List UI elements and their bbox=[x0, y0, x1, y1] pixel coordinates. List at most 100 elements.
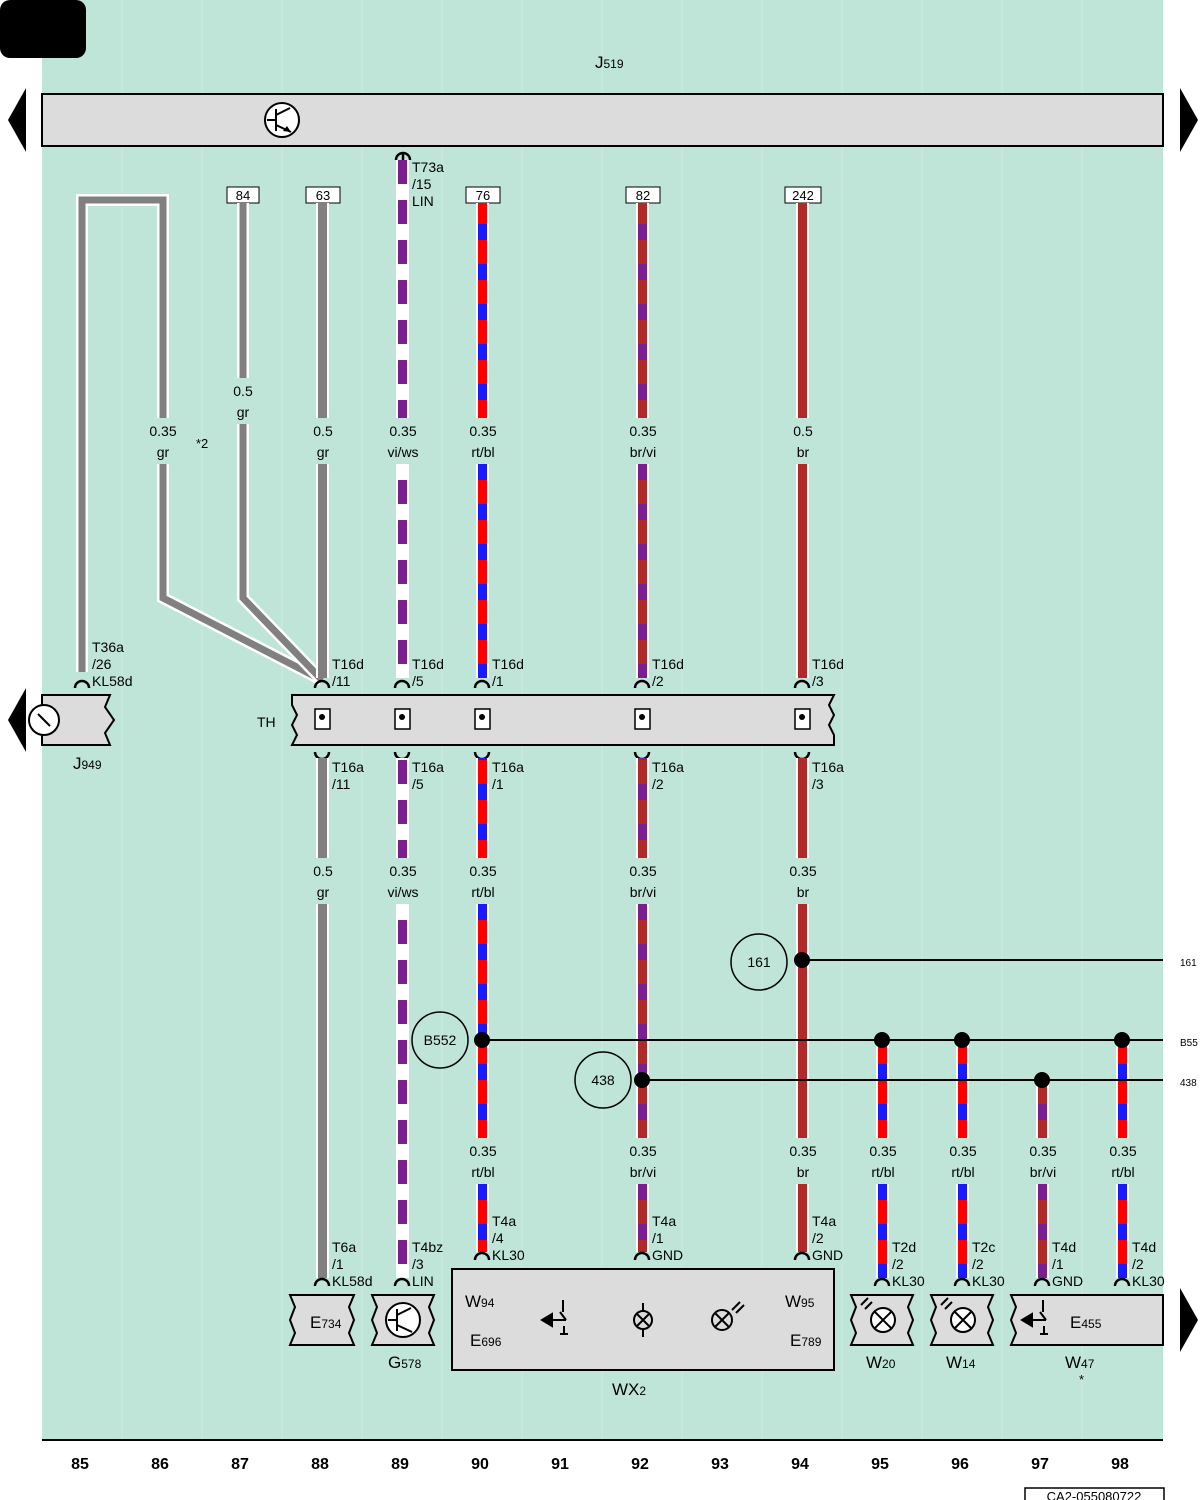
wire-spec-89b: 0.35 vi/ws bbox=[387, 863, 418, 900]
svg-text:gr: gr bbox=[317, 444, 330, 460]
svg-text:/2: /2 bbox=[1132, 1256, 1144, 1272]
svg-text:T2c: T2c bbox=[972, 1239, 995, 1255]
svg-text:T4a: T4a bbox=[652, 1213, 676, 1229]
svg-text:T4a: T4a bbox=[492, 1213, 516, 1229]
column-numbers: 85 86 87 88 89 90 91 92 93 94 95 96 97 9… bbox=[71, 1456, 1129, 1473]
wire-86-loop bbox=[78, 196, 324, 684]
footnote-mark: *2 bbox=[196, 436, 208, 451]
wire-spec-88b: 0.5gr bbox=[313, 863, 333, 900]
svg-text:KL30: KL30 bbox=[1132, 1273, 1165, 1289]
svg-text:br: br bbox=[797, 1164, 810, 1180]
svg-text:B552: B552 bbox=[424, 1032, 457, 1048]
svg-text:76: 76 bbox=[476, 188, 490, 203]
svg-text:63: 63 bbox=[316, 188, 330, 203]
th-bottom-pin-92-label: T16a/2 bbox=[652, 759, 684, 792]
svg-text:T4d: T4d bbox=[1132, 1239, 1156, 1255]
component-g578-label: G578 bbox=[388, 1353, 422, 1372]
svg-text:LIN: LIN bbox=[412, 193, 434, 209]
component-e734 bbox=[288, 1294, 356, 1346]
svg-text:0.35: 0.35 bbox=[389, 423, 416, 439]
svg-text:vi/ws: vi/ws bbox=[387, 884, 418, 900]
svg-text:0.35: 0.35 bbox=[629, 423, 656, 439]
wire-id-76: 76 bbox=[465, 186, 501, 204]
svg-text:KL58d: KL58d bbox=[92, 673, 132, 689]
svg-text:/2: /2 bbox=[892, 1256, 904, 1272]
svg-text:CA2-055080722: CA2-055080722 bbox=[1047, 1489, 1142, 1500]
wire-label-gaps bbox=[150, 378, 818, 464]
page-next-arrow-2-icon[interactable] bbox=[1180, 1288, 1198, 1352]
svg-text:0.5: 0.5 bbox=[233, 383, 253, 399]
svg-text:T4d: T4d bbox=[1052, 1239, 1076, 1255]
component-pin-arcs bbox=[313, 1251, 1131, 1287]
svg-text:T6a: T6a bbox=[332, 1239, 356, 1255]
component-w14-label: W14 bbox=[946, 1353, 976, 1372]
wire-spec-94: 0.5 br bbox=[793, 423, 813, 460]
lamp-control-icon bbox=[28, 704, 60, 736]
svg-text:/3: /3 bbox=[812, 673, 824, 689]
junction-438: 438 bbox=[574, 1051, 632, 1109]
svg-text:/2: /2 bbox=[652, 673, 664, 689]
svg-text:br/vi: br/vi bbox=[630, 884, 656, 900]
svg-text:GND: GND bbox=[812, 1247, 843, 1263]
page-prev-arrow-icon[interactable] bbox=[8, 88, 26, 152]
lower-wire-label-gaps bbox=[308, 858, 1140, 1184]
edge-ref-b55: B55 bbox=[1180, 1038, 1198, 1049]
th-top-pin-92-label: T16d/2 bbox=[652, 656, 684, 689]
svg-text:br/vi: br/vi bbox=[1030, 1164, 1056, 1180]
svg-text:/2: /2 bbox=[652, 776, 664, 792]
svg-text:92: 92 bbox=[631, 1456, 649, 1473]
wire-88-bottom bbox=[318, 758, 327, 1278]
svg-text:90: 90 bbox=[471, 1456, 489, 1473]
svg-text:T16a: T16a bbox=[492, 759, 524, 775]
component-e734-label: E734 bbox=[310, 1313, 342, 1332]
svg-text:82: 82 bbox=[636, 188, 650, 203]
svg-text:0.35: 0.35 bbox=[789, 1143, 816, 1159]
svg-text:85: 85 bbox=[71, 1456, 89, 1473]
wire-spec-87: 0.5gr bbox=[233, 383, 253, 420]
w20-lamp-icon bbox=[860, 1297, 896, 1333]
page-next-arrow-icon[interactable] bbox=[1180, 88, 1198, 152]
svg-text:/3: /3 bbox=[412, 1256, 424, 1272]
svg-text:/5: /5 bbox=[412, 673, 424, 689]
footnote-asterisk: * bbox=[1079, 1372, 1084, 1387]
svg-text:94: 94 bbox=[791, 1456, 809, 1473]
component-e455 bbox=[1009, 1294, 1164, 1346]
svg-text:rt/bl: rt/bl bbox=[871, 1164, 894, 1180]
svg-text:0.35: 0.35 bbox=[389, 863, 416, 879]
svg-text:/11: /11 bbox=[332, 673, 351, 689]
th-top-pin-90-label: T16d/1 bbox=[492, 656, 524, 689]
svg-text:0.35: 0.35 bbox=[1029, 1143, 1056, 1159]
junction-161: 161 bbox=[730, 933, 788, 991]
page-prev-arrow-2-icon[interactable] bbox=[8, 688, 26, 752]
svg-text:84: 84 bbox=[236, 188, 250, 203]
diagram-code-box: CA2-055080722 bbox=[1024, 1487, 1165, 1500]
junction-b552: B552 bbox=[411, 1011, 469, 1069]
module-j949 bbox=[41, 694, 116, 746]
wire-spec-88: 0.5gr bbox=[313, 423, 333, 460]
svg-text:br: br bbox=[797, 444, 810, 460]
wire-id-63: 63 bbox=[305, 186, 341, 204]
svg-text:438: 438 bbox=[591, 1072, 615, 1088]
svg-text:T16a: T16a bbox=[412, 759, 444, 775]
e455-switch-icon bbox=[1020, 1300, 1048, 1335]
svg-text:T4bz: T4bz bbox=[412, 1239, 443, 1255]
svg-text:/4: /4 bbox=[492, 1230, 504, 1246]
component-e696-label: E696 bbox=[470, 1331, 502, 1350]
wire-spec-97: 0.35 br/vi bbox=[1029, 1143, 1056, 1180]
component-w20-label: W20 bbox=[866, 1353, 896, 1372]
switch-icon bbox=[540, 1300, 568, 1335]
svg-text:KL30: KL30 bbox=[492, 1247, 525, 1263]
svg-text:86: 86 bbox=[151, 1456, 169, 1473]
svg-text:/1: /1 bbox=[492, 776, 504, 792]
svg-text:0.5: 0.5 bbox=[793, 423, 813, 439]
svg-text:/1: /1 bbox=[332, 1256, 344, 1272]
